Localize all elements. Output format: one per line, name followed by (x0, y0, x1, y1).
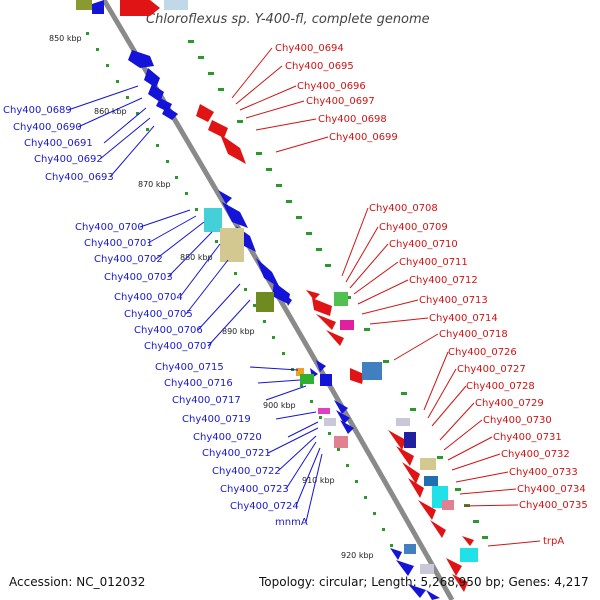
gene-label: Chy400_0712 (409, 275, 478, 286)
gene-label: Chy400_0708 (369, 203, 438, 214)
gene-label: Chy400_0696 (297, 81, 366, 92)
gene-label: Chy400_0711 (399, 257, 468, 268)
gc-dots-right (188, 40, 488, 539)
gene-label: Chy400_0692 (34, 154, 103, 165)
gene-label: Chy400_0718 (439, 329, 508, 340)
gene-label: Chy400_0703 (104, 272, 173, 283)
gene-label: Chy400_0702 (94, 254, 163, 265)
gene-label: Chy400_0722 (212, 466, 281, 477)
map-title: Chloroflexus sp. Y-400-fl, complete geno… (146, 12, 430, 27)
gene-label: Chy400_0727 (457, 364, 526, 375)
gene-label: Chy400_0695 (285, 61, 354, 72)
gene-label: Chy400_0699 (329, 132, 398, 143)
gene-label: Chy400_0726 (448, 347, 517, 358)
gene-label: Chy400_0724 (230, 501, 299, 512)
gene-label: Chy400_0729 (475, 398, 544, 409)
top-features (76, 0, 188, 16)
gene-label: Chy400_0694 (275, 43, 344, 54)
accession-text: Accession: NC_012032 (9, 575, 145, 589)
gene-label: Chy400_0713 (419, 295, 488, 306)
gene-label: Chy400_0730 (483, 415, 552, 426)
gene-label: trpA (543, 536, 564, 547)
gene-label: Chy400_0705 (124, 309, 193, 320)
scale-ticks: 850 kbp 860 kbp 870 kbp 880 kbp 890 kbp … (49, 34, 374, 560)
gene-label: Chy400_0693 (45, 172, 114, 183)
gene-label: Chy400_0723 (220, 484, 289, 495)
gene-label: Chy400_0691 (24, 138, 93, 149)
gene-label: Chy400_0707 (144, 341, 213, 352)
gene-label: Chy400_0714 (429, 313, 498, 324)
gene-label: Chy400_0701 (84, 238, 153, 249)
tick-label: 900 kbp (263, 401, 296, 410)
gene-label: Chy400_0698 (318, 114, 387, 125)
gene-label: Chy400_0706 (134, 325, 203, 336)
tick-label: 890 kbp (222, 327, 255, 336)
gene-label: Chy400_0700 (75, 222, 144, 233)
tick-label: 870 kbp (138, 180, 171, 189)
gene-label: Chy400_0731 (493, 432, 562, 443)
gene-label: Chy400_0733 (509, 467, 578, 478)
left-leader-lines (67, 85, 323, 523)
gene-label: Chy400_0728 (466, 381, 535, 392)
gene-label: Chy400_0704 (114, 292, 183, 303)
right-leader-lines (231, 47, 541, 547)
gene-label: mnmA (275, 517, 308, 528)
gene-label: Chy400_0720 (193, 432, 262, 443)
tick-label: 880 kbp (180, 253, 213, 262)
tick-label: 920 kbp (341, 551, 374, 560)
gc-dots-left (86, 32, 393, 547)
gene-label: Chy400_0732 (501, 449, 570, 460)
gene-label: Chy400_0721 (202, 448, 271, 459)
gene-label: Chy400_0734 (517, 484, 586, 495)
gene-label: Chy400_0710 (389, 239, 458, 250)
left-gene-labels: Chy400_0689 Chy400_0690 Chy400_0691 Chy4… (3, 105, 308, 528)
gene-label: Chy400_0715 (155, 362, 224, 373)
gene-label: Chy400_0709 (379, 222, 448, 233)
gene-label: Chy400_0716 (164, 378, 233, 389)
tick-label: 850 kbp (49, 34, 82, 43)
right-gene-labels: Chy400_0694 Chy400_0695 Chy400_0696 Chy4… (275, 43, 588, 547)
tick-label: 860 kbp (94, 107, 127, 116)
forward-strand-genes (128, 50, 440, 600)
gene-label: Chy400_0735 (519, 500, 588, 511)
tick-label: 910 kbp (302, 476, 335, 485)
gene-label: Chy400_0689 (3, 105, 72, 116)
gene-label: Chy400_0719 (182, 414, 251, 425)
other-features (204, 208, 478, 574)
gene-label: Chy400_0690 (13, 122, 82, 133)
gene-label: Chy400_0717 (172, 395, 241, 406)
reverse-strand-genes (196, 104, 474, 592)
gene-label: Chy400_0697 (306, 96, 375, 107)
topology-text: Topology: circular; Length: 5,268,950 bp… (258, 575, 589, 589)
